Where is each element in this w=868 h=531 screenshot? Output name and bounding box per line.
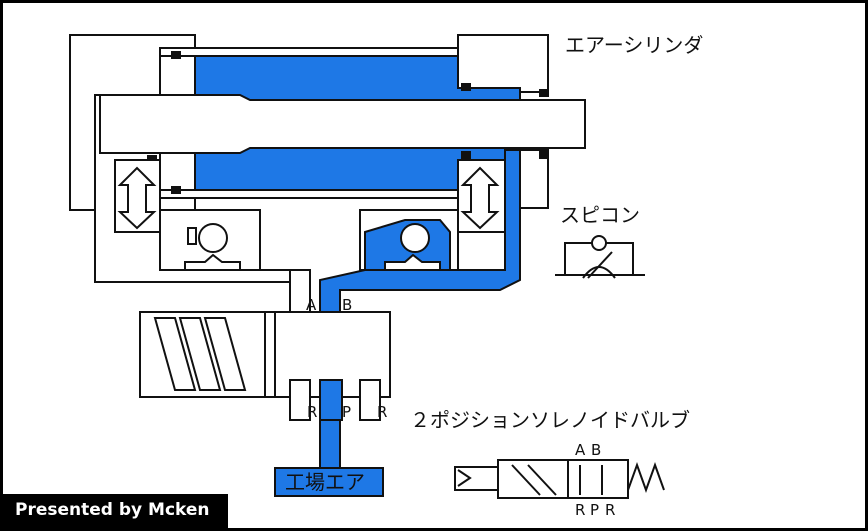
seal bbox=[171, 51, 181, 59]
credit-background bbox=[3, 494, 228, 528]
coil-slot bbox=[203, 317, 247, 391]
adjust-arrow bbox=[587, 251, 613, 279]
p-port bbox=[319, 379, 343, 421]
valve-box-right bbox=[567, 459, 629, 499]
left-check-ball bbox=[198, 223, 228, 253]
return-spring bbox=[627, 462, 665, 493]
symbol-port-a: A bbox=[575, 441, 586, 459]
factory-air-box bbox=[274, 467, 384, 497]
factory-air-label: 工場エア bbox=[285, 470, 365, 494]
symbol-port-r-right: R bbox=[605, 501, 615, 519]
valve-box-left bbox=[497, 459, 569, 499]
credit-text: Presented by Mcken bbox=[15, 500, 210, 520]
armature bbox=[264, 311, 276, 398]
solenoid-actuator bbox=[454, 466, 499, 491]
r-port-right bbox=[359, 379, 381, 421]
solenoid-valve-body bbox=[139, 311, 391, 421]
left-seat bbox=[184, 253, 241, 271]
symbol-port-b: B bbox=[591, 441, 601, 459]
solenoid-valve-symbol bbox=[454, 459, 665, 499]
left-check-valve bbox=[114, 159, 161, 233]
symbol-port-p: P bbox=[590, 501, 599, 519]
port-b: B bbox=[342, 296, 352, 314]
solenoid-valve-label: ２ポジションソレノイドバルブ bbox=[410, 408, 690, 432]
speed-controller-label: スピコン bbox=[560, 203, 640, 227]
r-port-left bbox=[289, 379, 311, 421]
port-r-right: R bbox=[377, 403, 387, 421]
seal bbox=[461, 83, 471, 91]
right-check-valve bbox=[457, 159, 506, 233]
left-block-inner bbox=[187, 227, 197, 245]
left-poppet bbox=[117, 166, 157, 230]
actuator-mark bbox=[457, 469, 472, 487]
cylinder-rod-cap-lower bbox=[519, 149, 549, 209]
check-ball-symbol bbox=[591, 235, 607, 251]
port-p: P bbox=[342, 403, 351, 421]
seal bbox=[461, 151, 471, 159]
seal bbox=[539, 89, 549, 97]
seal bbox=[171, 186, 181, 194]
port-r-left: R bbox=[307, 403, 317, 421]
piston-rod bbox=[99, 94, 586, 154]
coil-slot bbox=[178, 317, 222, 391]
barrel-top-wall bbox=[159, 47, 459, 57]
port-a: A bbox=[306, 296, 317, 314]
symbol-port-r-left: R bbox=[575, 501, 585, 519]
air-cylinder-label: エアーシリンダ bbox=[565, 33, 703, 57]
coil-slot bbox=[153, 317, 197, 391]
right-poppet bbox=[460, 166, 500, 230]
right-check-ball bbox=[400, 223, 430, 253]
barrel-bottom-wall bbox=[159, 189, 459, 199]
seal bbox=[539, 151, 549, 159]
straight-arrows bbox=[579, 465, 603, 495]
speed-controller-symbol bbox=[555, 235, 645, 279]
cross-arrows bbox=[511, 464, 557, 496]
